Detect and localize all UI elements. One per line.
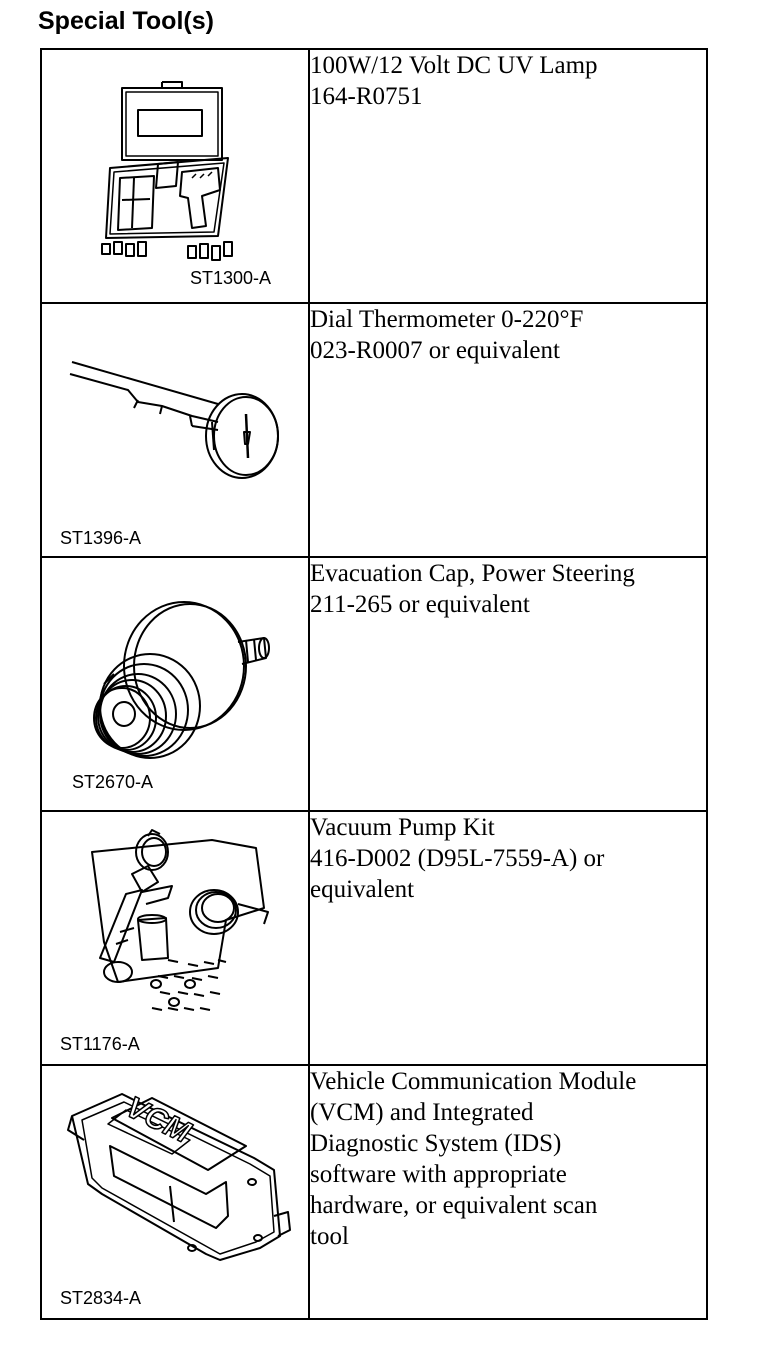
table-row: ST2670-A Evacuation Cap, Power Steering … xyxy=(40,556,708,812)
tool-illustration-cell: ST2670-A xyxy=(40,556,310,812)
tool-description: Vehicle Communication Module (VCM) and I… xyxy=(310,1068,637,1250)
page-title: Special Tool(s) xyxy=(38,7,214,35)
table-row: ST1300-A 100W/12 Volt DC UV Lamp 164-R07… xyxy=(40,48,708,304)
tool-code: ST1396-A xyxy=(60,528,142,548)
tool-code: ST1300-A xyxy=(190,268,272,288)
evacuation-cap-icon xyxy=(93,601,270,759)
tool-code: ST1176-A xyxy=(60,1034,140,1054)
uv-lamp-kit-icon xyxy=(101,81,233,261)
tool-description-cell: 100W/12 Volt DC UV Lamp 164-R0751 xyxy=(308,48,708,304)
tool-illustration-cell: ST1300-A xyxy=(40,48,310,304)
tool-illustration-cell: ST1176-A xyxy=(40,810,310,1066)
vcm-module-icon: VCM xyxy=(67,1090,291,1261)
tool-illustration-cell: VCM ST2834-A xyxy=(40,1064,310,1320)
tool-description: Dial Thermometer 0-220°F 023-R0007 or eq… xyxy=(310,306,584,364)
tool-description-cell: Vacuum Pump Kit 416-D002 (D95L-7559-A) o… xyxy=(308,810,708,1066)
tool-description: Evacuation Cap, Power Steering 211-265 o… xyxy=(310,560,635,618)
tool-description: Vacuum Pump Kit 416-D002 (D95L-7559-A) o… xyxy=(310,814,605,903)
table-row: VCM ST2834-A Vehicle Communication Modul… xyxy=(40,1064,708,1320)
tool-illustration-cell: ST1396-A xyxy=(40,302,310,558)
dial-thermometer-icon xyxy=(69,361,279,479)
tool-code: ST2834-A xyxy=(60,1288,142,1308)
tool-description-cell: Evacuation Cap, Power Steering 211-265 o… xyxy=(308,556,708,812)
tool-description: 100W/12 Volt DC UV Lamp 164-R0751 xyxy=(310,52,598,110)
tool-code: ST2670-A xyxy=(72,772,154,792)
vacuum-pump-kit-icon xyxy=(91,829,269,1011)
table-row: ST1396-A Dial Thermometer 0-220°F 023-R0… xyxy=(40,302,708,558)
tool-description-cell: Vehicle Communication Module (VCM) and I… xyxy=(308,1064,708,1320)
tool-description-cell: Dial Thermometer 0-220°F 023-R0007 or eq… xyxy=(308,302,708,558)
special-tools-table: ST1300-A 100W/12 Volt DC UV Lamp 164-R07… xyxy=(40,48,708,1320)
vcm-label: VCM xyxy=(121,1091,196,1150)
table-row: ST1176-A Vacuum Pump Kit 416-D002 (D95L-… xyxy=(40,810,708,1066)
